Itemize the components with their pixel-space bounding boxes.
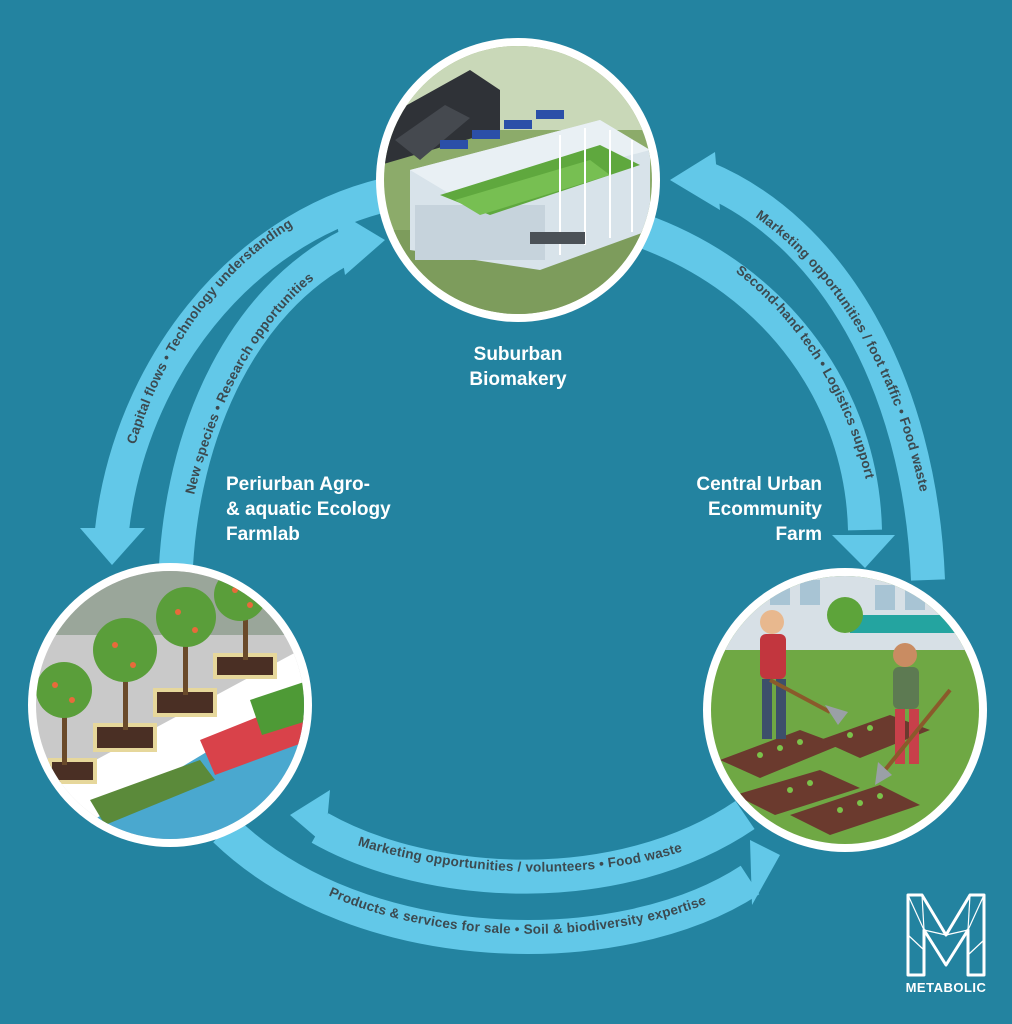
metabolic-logo-text: METABOLIC [905, 980, 987, 995]
arrow-right-inner [634, 213, 895, 568]
node-label-suburban-biomakery: Suburban Biomakery [469, 344, 567, 390]
orchard-illustration [28, 563, 312, 847]
greenhouse-illustration [376, 38, 660, 322]
arrow-right-outer [670, 152, 945, 581]
arrow-left-outer [80, 178, 390, 565]
urban-farm-illustration [703, 568, 987, 852]
arrow-left-inner [158, 210, 385, 601]
arrow-bottom-outer [213, 817, 780, 954]
node-label-central-urban-farm: Central Urban Ecommunity Farm [696, 474, 822, 545]
arrow-bottom-inner [290, 790, 755, 894]
node-label-periurban-farmlab: Periurban Agro- & aquatic Ecology Farmla… [226, 474, 391, 545]
metabolic-m-logo-icon [906, 893, 986, 977]
